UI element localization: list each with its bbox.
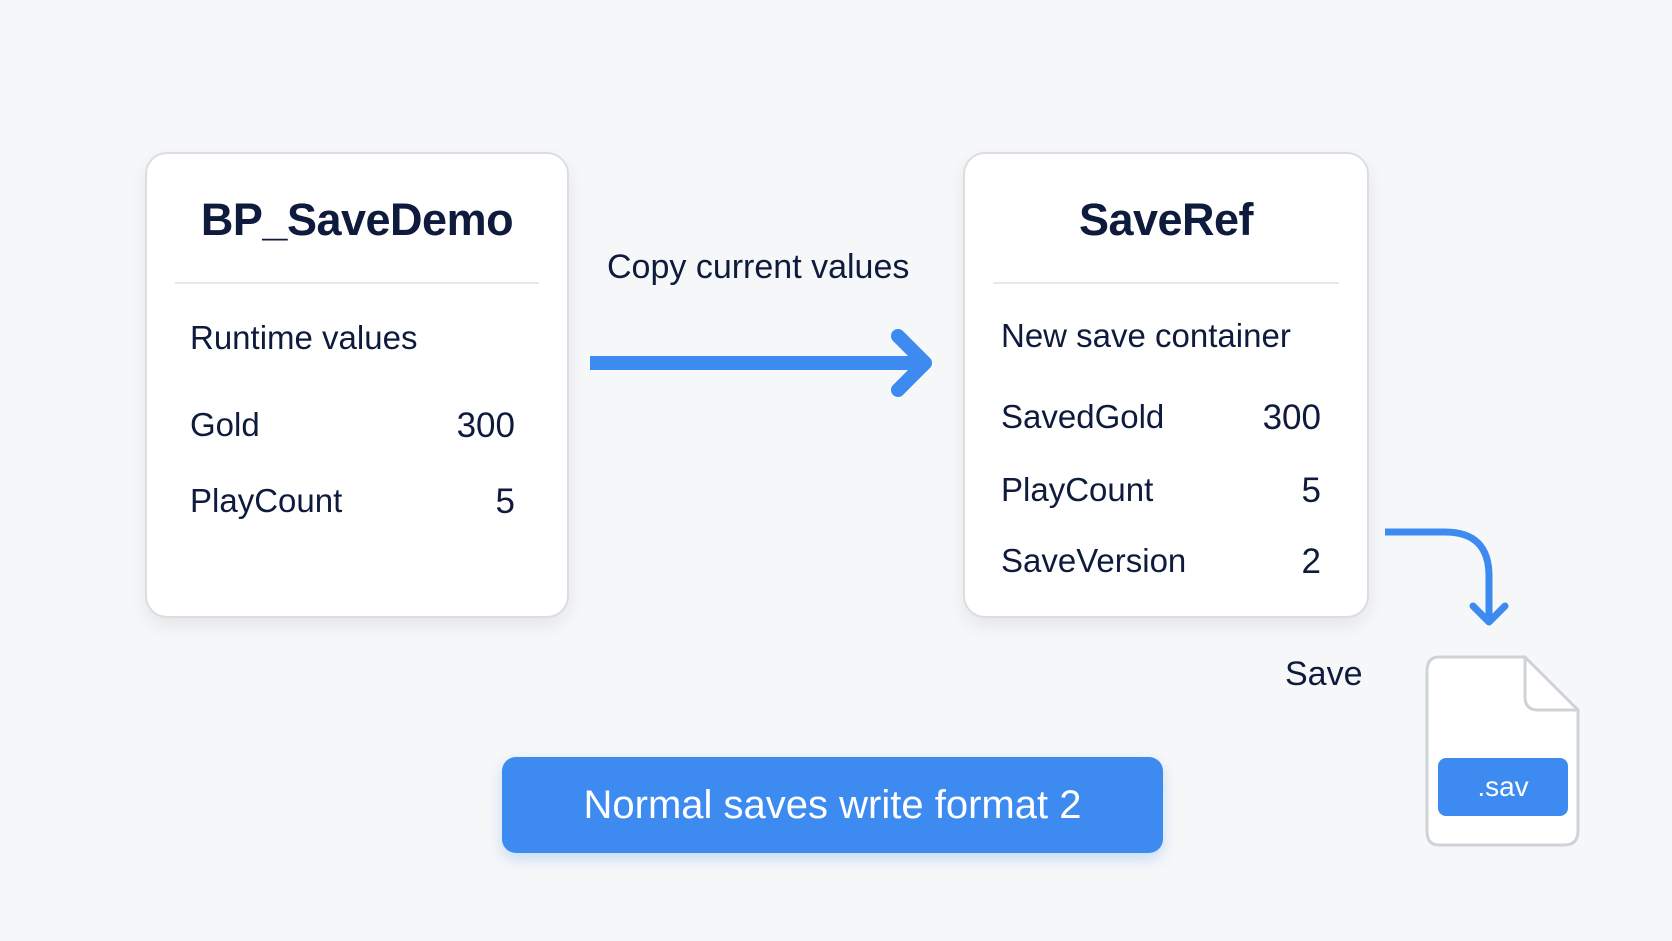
target-row-label: PlayCount [1001,471,1154,508]
target-row-saveversion: SaveVersion 2 [1001,542,1321,582]
source-card-divider [175,282,539,284]
target-row-label: SavedGold [1001,398,1165,435]
source-card: BP_SaveDemo Runtime values Gold 300 Play… [145,152,569,618]
format-banner: Normal saves write format 2 [502,757,1163,853]
target-row-playcount: PlayCount 5 [1001,471,1321,511]
file-extension-badge: .sav [1438,758,1568,816]
target-row-savedgold: SavedGold 300 [1001,398,1321,438]
save-step-label: Save [1285,655,1363,693]
source-row-gold: Gold 300 [190,406,515,446]
copy-step-label: Copy current values [607,248,910,286]
target-card-subtitle: New save container [1001,317,1291,354]
source-card-title: BP_SaveDemo [200,194,514,245]
target-row-value: 2 [1301,542,1321,581]
target-row-value: 5 [1301,471,1321,510]
source-row-value: 5 [495,482,515,521]
source-row-label: Gold [190,406,260,443]
target-card: SaveRef New save container SavedGold 300… [963,152,1369,618]
target-card-title: SaveRef [1078,194,1254,245]
source-row-playcount: PlayCount 5 [190,482,515,522]
source-row-label: PlayCount [190,482,343,519]
document-icon [1425,655,1580,847]
target-row-value: 300 [1262,398,1321,437]
save-arrow-icon [1385,528,1509,626]
source-row-value: 300 [456,406,515,445]
source-card-subtitle: Runtime values [190,319,418,356]
copy-arrow-icon [590,329,932,397]
target-row-label: SaveVersion [1001,542,1187,579]
target-card-divider [993,282,1339,284]
